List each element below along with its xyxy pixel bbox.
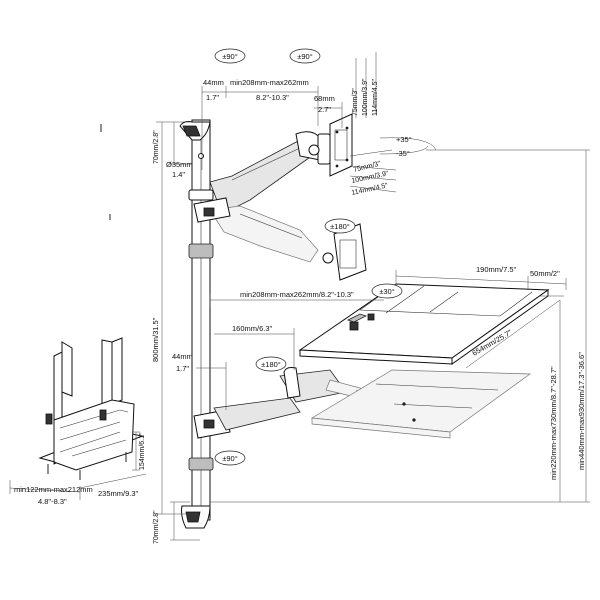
dimension-lines — [9, 52, 590, 541]
rotate-arrow-icon — [214, 48, 246, 64]
label-arm2-offset: 44mm — [172, 352, 193, 361]
pole — [179, 119, 214, 529]
label-arm-range-in: 8.2"-10.3" — [256, 93, 289, 102]
label-rotate-180-bottom: ±180° — [261, 360, 281, 369]
rotate-arrow-icon — [324, 218, 356, 234]
pole-screw — [198, 153, 204, 159]
label-cpu-width-range: min122mm-max212mm — [14, 485, 93, 494]
label-vesa-100-top: 100mm/3.9" — [362, 78, 369, 116]
label-arm2-offset-in: 1.7" — [176, 364, 189, 373]
label-tray-depth: 190mm/7.5" — [476, 265, 517, 274]
rotation-badges — [214, 48, 403, 466]
vesa-plate-upper — [329, 113, 353, 177]
label-vesa-75-top: 75mm/3" — [352, 88, 359, 116]
label-top-cap: 70mm/2.8" — [153, 130, 160, 164]
label-pole-height: 800mm/31.5" — [151, 317, 160, 362]
cpu-holder — [38, 337, 144, 480]
label-cpu-height: 154mm/6.1" — [139, 432, 146, 470]
collar-upper — [188, 243, 214, 259]
keyboard-arm-link — [213, 397, 301, 431]
label-tray-height-range: min220mm-max730mm/8.7"-28.7" — [549, 366, 558, 480]
label-arm2-length: 160mm/6.3" — [232, 324, 273, 333]
keyboard-tray — [298, 283, 550, 439]
label-vesa-114-bottom: 114mm/4.5" — [351, 182, 389, 197]
label-rotate-90-bottom: ±90° — [222, 454, 237, 463]
label-depth-68: 68mm — [314, 94, 335, 103]
label-cpu-depth: 235mm/9.3" — [98, 489, 139, 498]
label-tray-lip: 50mm/2" — [530, 269, 560, 278]
label-pole-diameter-in: 1.4" — [172, 170, 185, 179]
label-arm-offset: 44mm — [203, 78, 224, 87]
label-tray-tilt: ±30° — [379, 287, 394, 296]
label-tilt-top-right: ±90° — [297, 52, 312, 61]
label-tilt-plus: +35° — [396, 135, 412, 144]
label-arm-offset-in: 1.7" — [206, 93, 219, 102]
label-cpu-width-range-in: 4.8"-8.3" — [38, 497, 67, 506]
label-tray-arm-range: min208mm-max262mm/8.2"-10.3" — [240, 290, 354, 299]
label-rotate-180-top: ±180° — [330, 222, 350, 231]
label-pole-diameter: Ø35mm — [166, 160, 193, 169]
rotate-arrow-icon — [371, 283, 403, 299]
monitor-arm-lower — [209, 205, 319, 263]
monitor-arm — [193, 113, 367, 281]
label-arm-range: min208mm-max262mm — [230, 78, 309, 87]
cpu-bracket — [53, 399, 135, 471]
label-total-height-range: min440mm-max930mm/17.3"-36.6" — [577, 352, 586, 470]
collar-lower — [188, 457, 214, 471]
label-tilt-top-left: ±90° — [222, 52, 237, 61]
label-bottom-cap: 70mm/2.8" — [153, 510, 160, 544]
rotate-arrow-icon — [214, 450, 246, 466]
rotate-arrow-icon — [289, 48, 321, 64]
label-tilt-minus: -35° — [396, 149, 410, 158]
rotate-arrow-icon — [255, 356, 287, 372]
label-vesa-114-top: 114mm/4.5" — [372, 79, 379, 116]
label-depth-68-in: 2.7" — [318, 105, 331, 114]
